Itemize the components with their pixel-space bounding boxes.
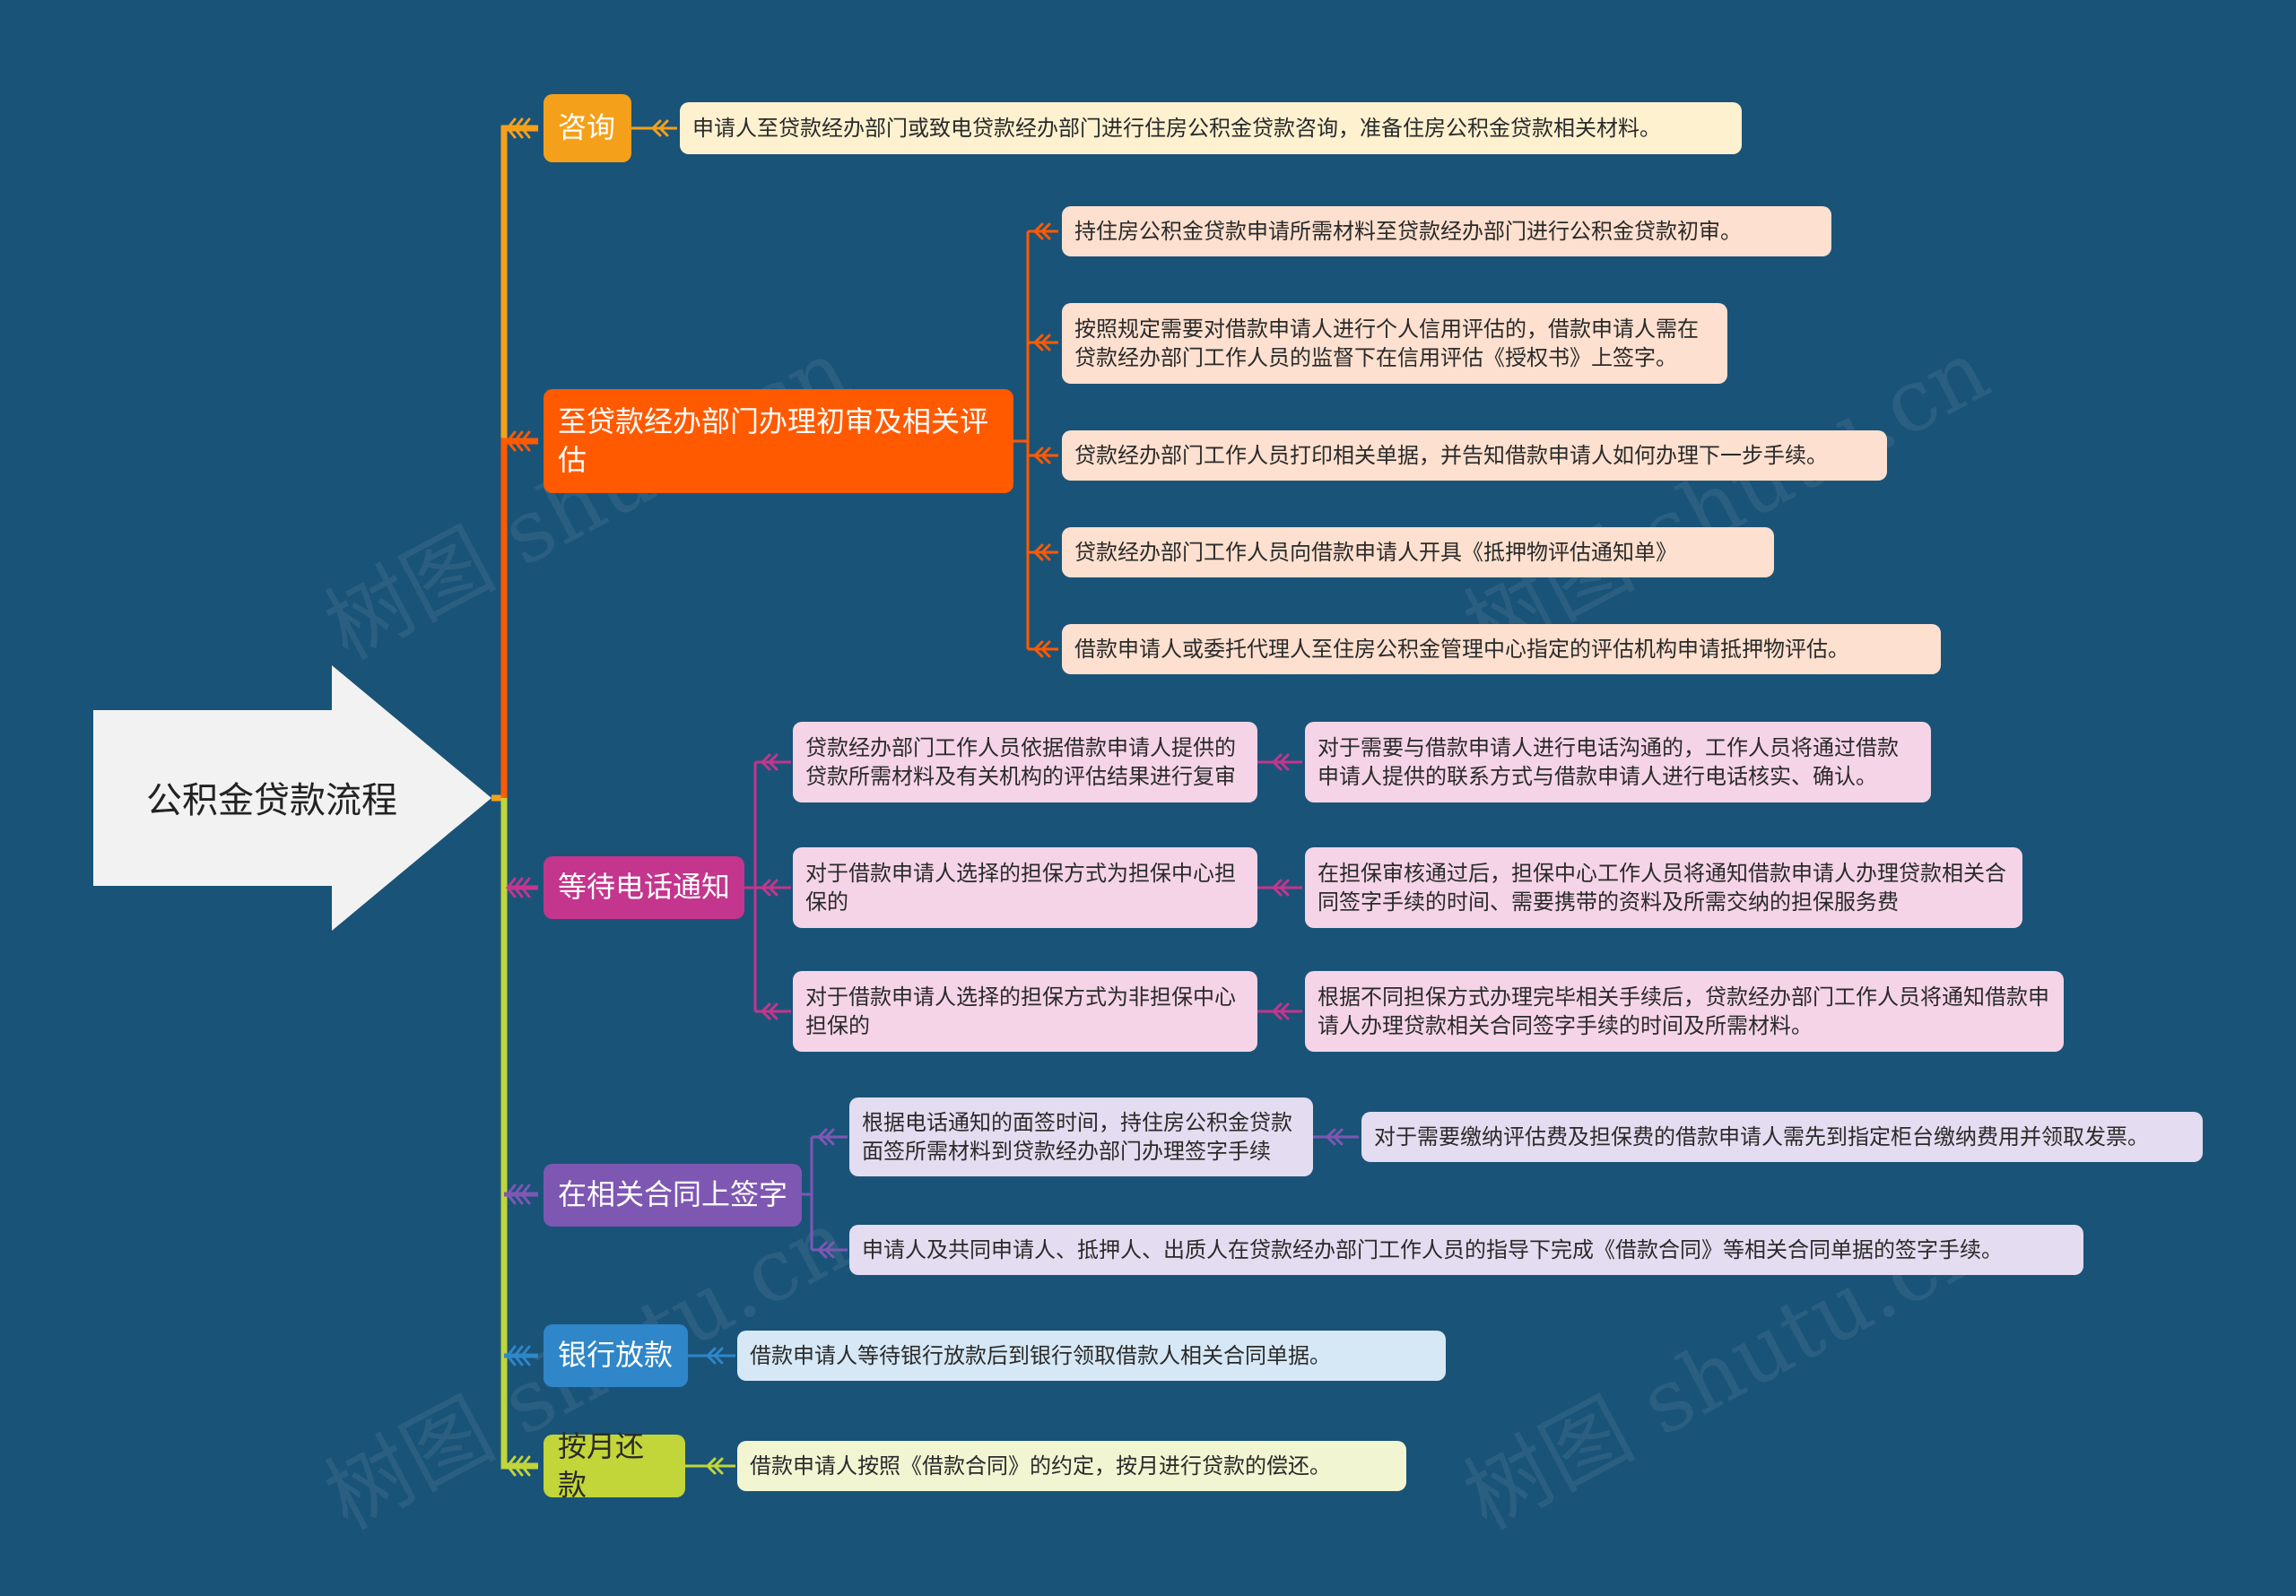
- leaf-phone-1[interactable]: 贷款经办部门工作人员依据借款申请人提供的贷款所需材料及有关机构的评估结果进行复审: [793, 722, 1257, 802]
- leaf-phone-3[interactable]: 对于借款申请人选择的担保方式为非担保中心担保的: [793, 971, 1257, 1052]
- leaf-sign-2[interactable]: 申请人及共同申请人、抵押人、出质人在贷款经办部门工作人员的指导下完成《借款合同》…: [849, 1225, 2083, 1275]
- leaf-review-5[interactable]: 借款申请人或委托代理人至住房公积金管理中心指定的评估机构申请抵押物评估。: [1062, 624, 1941, 674]
- branch-consult[interactable]: 咨询: [544, 94, 631, 162]
- leaf-bank-loan[interactable]: 借款申请人等待银行放款后到银行领取借款人相关合同单据。: [737, 1331, 1446, 1381]
- leaf-review-3[interactable]: 贷款经办部门工作人员打印相关单据，并告知借款申请人如何办理下一步手续。: [1062, 430, 1887, 481]
- trunk-upper: [491, 125, 538, 802]
- leaf-phone-2-detail[interactable]: 在担保审核通过后，担保中心工作人员将通知借款申请人办理贷款相关合同签字手续的时间…: [1305, 847, 2022, 928]
- leaf-phone-2[interactable]: 对于借款申请人选择的担保方式为担保中心担保的: [793, 847, 1257, 928]
- leaf-phone-3-detail[interactable]: 根据不同担保方式办理完毕相关手续后，贷款经办部门工作人员将通知借款申请人办理贷款…: [1305, 971, 2064, 1052]
- leaf-sign-1[interactable]: 根据电话通知的面签时间，持住房公积金贷款面签所需材料到贷款经办部门办理签字手续: [849, 1097, 1313, 1176]
- branch-bank-loan[interactable]: 银行放款: [544, 1324, 688, 1387]
- leaf-sign-1-detail[interactable]: 对于需要缴纳评估费及担保费的借款申请人需先到指定柜台缴纳费用并领取发票。: [1361, 1112, 2203, 1162]
- trunk-review: [500, 438, 538, 798]
- branch-monthly-repay[interactable]: 按月还款: [544, 1429, 685, 1502]
- root-arrow-shape: [93, 665, 491, 931]
- trunk-lower: [500, 798, 538, 1470]
- leaf-review-4[interactable]: 贷款经办部门工作人员向借款申请人开具《抵押物评估通知单》: [1062, 527, 1774, 577]
- leaf-review-1[interactable]: 持住房公积金贷款申请所需材料至贷款经办部门进行公积金贷款初审。: [1062, 206, 1831, 256]
- branch-review[interactable]: 至贷款经办部门办理初审及相关评估: [544, 389, 1013, 493]
- leaf-review-2[interactable]: 按照规定需要对借款申请人进行个人信用评估的，借款申请人需在贷款经办部门工作人员的…: [1062, 303, 1727, 384]
- leaf-consult[interactable]: 申请人至贷款经办部门或致电贷款经办部门进行住房公积金贷款咨询，准备住房公积金贷款…: [680, 102, 1742, 154]
- branch-sign-contract[interactable]: 在相关合同上签字: [544, 1164, 802, 1227]
- trunk-phone: [501, 798, 538, 890]
- branch-phone-notice[interactable]: 等待电话通知: [544, 856, 744, 919]
- root-topic[interactable]: 公积金贷款流程: [146, 780, 397, 821]
- leaf-phone-1-detail[interactable]: 对于需要与借款申请人进行电话沟通的，工作人员将通过借款申请人提供的联系方式与借款…: [1305, 722, 1931, 802]
- leaf-monthly-repay[interactable]: 借款申请人按照《借款合同》的约定，按月进行贷款的偿还。: [737, 1441, 1406, 1491]
